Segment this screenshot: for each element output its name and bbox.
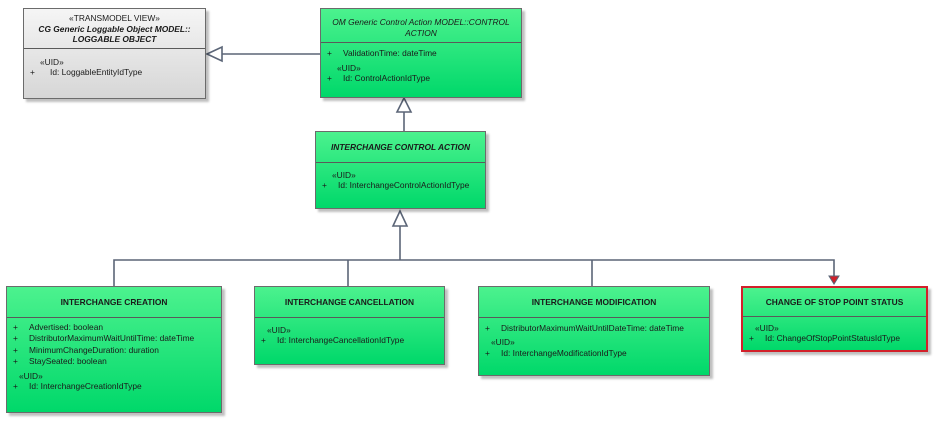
- attribute-text: Id: InterchangeCancellationIdType: [277, 335, 405, 345]
- class-interchange-modification[interactable]: INTERCHANGE MODIFICATION + DistributorMax…: [478, 286, 710, 376]
- attribute-text: Id: ChangeOfStopPointStatusIdType: [765, 333, 901, 343]
- attribute-row: + Id: InterchangeCreationIdType: [13, 381, 215, 392]
- attribute-compartment: + Advertised: boolean + DistributorMaximum…: [7, 318, 221, 394]
- class-header: OM Generic Control Action MODEL::CONTROL…: [321, 9, 521, 43]
- attribute-text: ValidationTime: dateTime: [343, 48, 437, 58]
- attribute-compartment: «UID» + Id: InterchangeControlActionIdTyp…: [316, 163, 485, 193]
- attribute-row: + Advertised: boolean: [13, 322, 215, 333]
- class-name: INTERCHANGE MODIFICATION: [531, 297, 657, 307]
- attribute-text: StaySeated: boolean: [29, 356, 107, 366]
- uid-stereotype: «UID»: [491, 337, 515, 347]
- attribute-text: MinimumChangeDuration: duration: [29, 344, 159, 355]
- class-control-action[interactable]: OM Generic Control Action MODEL::CONTROL…: [320, 8, 522, 98]
- uid-stereotype: «UID»: [267, 324, 291, 335]
- attribute-row: + DistributorMaximumWaitUntilTime: dateTi…: [13, 333, 215, 344]
- uid-stereotype: «UID»: [755, 322, 779, 333]
- class-header: «TRANSMODEL VIEW» CG Generic Loggable Ob…: [24, 9, 205, 49]
- class-interchange-cancellation[interactable]: INTERCHANGE CANCELLATION «UID» + Id: Inte…: [254, 286, 445, 365]
- class-interchange-creation[interactable]: INTERCHANGE CREATION + Advertised: boolea…: [6, 286, 222, 413]
- generalization-arrowhead-loggable: [205, 45, 223, 63]
- class-name: INTERCHANGE CREATION: [60, 297, 168, 307]
- attribute-row: + Id: LoggableEntityIdType: [30, 67, 199, 78]
- class-interchange-control-action[interactable]: INTERCHANGE CONTROL ACTION «UID» + Id: In…: [315, 131, 486, 209]
- attribute-row: + Id: InterchangeModificationIdType: [485, 348, 703, 359]
- visibility-marker: +: [485, 322, 490, 333]
- visibility-marker: +: [749, 333, 754, 343]
- visibility-marker: +: [261, 335, 266, 345]
- visibility-marker: +: [327, 73, 332, 83]
- class-change-of-stop-point-status[interactable]: CHANGE OF STOP POINT STATUS «UID» + Id: C…: [741, 286, 928, 352]
- attribute-row: + ValidationTime: dateTime: [327, 48, 515, 59]
- attribute-compartment: «UID» + Id: LoggableEntityIdType: [24, 49, 205, 80]
- class-name: CG Generic Loggable Object MODEL:: LOGGA…: [38, 23, 191, 45]
- attribute-compartment: «UID» + Id: InterchangeCancellationIdType: [255, 318, 444, 348]
- class-name: INTERCHANGE CANCELLATION: [284, 297, 415, 307]
- attribute-text: Id: InterchangeCreationIdType: [29, 381, 142, 391]
- attribute-text: Id: InterchangeControlActionIdType: [338, 180, 470, 190]
- attribute-row: + Id: InterchangeControlActionIdType: [322, 180, 479, 191]
- visibility-marker: +: [322, 180, 327, 190]
- attribute-text: Id: ControlActionIdType: [343, 73, 431, 83]
- attribute-row: + Id: InterchangeCancellationIdType: [261, 335, 438, 346]
- class-header: INTERCHANGE CREATION: [7, 287, 221, 318]
- attribute-text: Id: LoggableEntityIdType: [50, 67, 143, 77]
- attribute-text: Id: InterchangeModificationIdType: [501, 347, 627, 358]
- class-header: INTERCHANGE MODIFICATION: [479, 287, 709, 318]
- visibility-marker: +: [13, 344, 18, 355]
- attribute-text: Advertised: boolean: [29, 321, 104, 332]
- attribute-row: + DistributorMaximumWaitUntilDateTime: da…: [485, 323, 703, 334]
- uid-stereotype: «UID»: [19, 370, 43, 381]
- visibility-marker: +: [30, 67, 35, 77]
- attribute-compartment: «UID» + Id: ChangeOfStopPointStatusIdType: [743, 317, 926, 346]
- class-header: CHANGE OF STOP POINT STATUS: [743, 288, 926, 317]
- visibility-marker: +: [327, 48, 332, 58]
- attribute-row: + Id: ControlActionIdType: [327, 73, 515, 84]
- attribute-row: + MinimumChangeDuration: duration: [13, 345, 215, 356]
- visibility-marker: +: [13, 321, 18, 332]
- association-arrowhead-change-status: [828, 275, 840, 285]
- uid-stereotype: «UID»: [337, 62, 361, 73]
- stereotype-label: «TRANSMODEL VIEW»: [69, 13, 160, 23]
- attribute-text: DistributorMaximumWaitUntilTime: dateTim…: [29, 333, 195, 343]
- class-header: INTERCHANGE CONTROL ACTION: [316, 132, 485, 163]
- generalization-arrowhead-control-action: [395, 96, 413, 113]
- generalization-arrowhead-ica: [391, 209, 409, 227]
- visibility-marker: +: [485, 347, 490, 358]
- visibility-marker: +: [13, 356, 18, 366]
- class-name: OM Generic Control Action MODEL::CONTROL…: [332, 17, 510, 38]
- attribute-text: DistributorMaximumWaitUntilDateTime: dat…: [501, 322, 684, 333]
- class-loggable-object[interactable]: «TRANSMODEL VIEW» CG Generic Loggable Ob…: [23, 8, 206, 99]
- attribute-compartment: + DistributorMaximumWaitUntilDateTime: da…: [479, 318, 709, 361]
- visibility-marker: +: [13, 381, 18, 391]
- class-name: INTERCHANGE CONTROL ACTION: [330, 142, 471, 152]
- attribute-row: + Id: ChangeOfStopPointStatusIdType: [749, 333, 920, 344]
- uid-stereotype: «UID»: [40, 56, 64, 67]
- generalization-bus: [113, 259, 835, 286]
- visibility-marker: +: [13, 333, 18, 343]
- attribute-compartment: + ValidationTime: dateTime «UID» + Id: Con…: [321, 43, 521, 86]
- uid-stereotype: «UID»: [332, 169, 356, 180]
- class-header: INTERCHANGE CANCELLATION: [255, 287, 444, 318]
- attribute-row: + StaySeated: boolean: [13, 356, 215, 367]
- class-name: CHANGE OF STOP POINT STATUS: [765, 297, 904, 307]
